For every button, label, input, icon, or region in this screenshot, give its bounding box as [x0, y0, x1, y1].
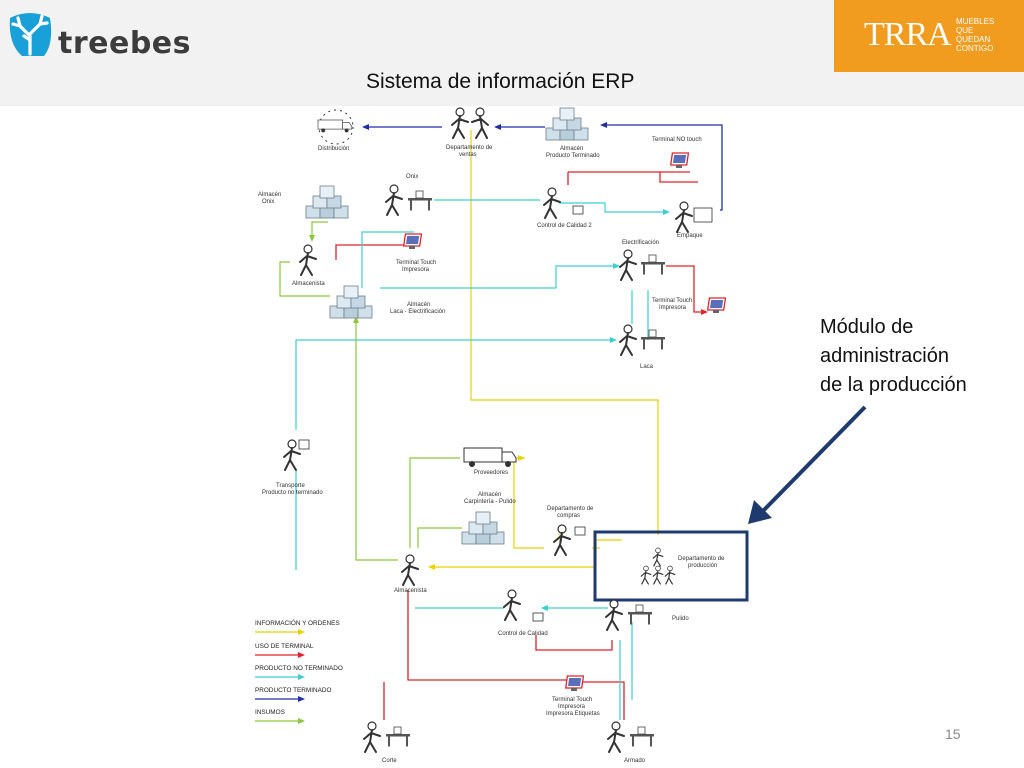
- arrowheads: [309, 122, 708, 611]
- node-label: Laca - Electrificación: [390, 309, 445, 315]
- node-label: Almacenista: [292, 281, 325, 287]
- tagline-line: QUEDAN: [956, 35, 991, 44]
- node-label: Almacén: [560, 146, 583, 152]
- node-label: Onix: [406, 174, 418, 180]
- control-calidad-2-node: Control de Calidad 2: [537, 187, 592, 229]
- production-module-highlight: [593, 530, 749, 602]
- node-label: Impresora: [659, 305, 687, 311]
- trra-logo: TRRA MUEBLES QUE QUEDAN CONTIGO: [834, 0, 1024, 72]
- terminal-touch-1-node: Terminal Touch Impresora: [396, 233, 436, 273]
- tagline-line: MUEBLES: [956, 17, 995, 26]
- node-label: Almacén: [258, 192, 281, 198]
- trra-wordmark: TRRA: [864, 16, 952, 53]
- terminal-no-touch-node: Terminal NO touch: [652, 137, 702, 169]
- almacenista-2-node: Almacenista: [394, 554, 427, 594]
- control-calidad-node: Control de Calidad: [498, 589, 548, 637]
- corte-node: Corte: [363, 721, 411, 764]
- node-label: Almacén: [478, 492, 501, 498]
- legend-navy-flow: [366, 124, 723, 211]
- node-label: Terminal Touch: [552, 697, 592, 703]
- onix-node: Onix: [385, 174, 433, 216]
- node-label: Control de Calidad 2: [537, 223, 592, 229]
- callout-line: de la producción: [820, 374, 967, 396]
- transporte-node: Transporte Producto no terminado: [262, 439, 323, 496]
- armado-node: Armado: [607, 721, 655, 764]
- node-label: Control de Calidad: [498, 631, 548, 637]
- node-label: Departamento de: [678, 556, 725, 562]
- dept-produccion-node: Departamento de producción: [593, 530, 749, 602]
- node-label: Proveedores: [474, 470, 508, 476]
- almacen-pt-node: Almacén Producto Terminado: [545, 107, 600, 159]
- node-label: Corte: [382, 758, 397, 764]
- node-label: Pulido: [672, 616, 689, 622]
- node-label: Empaque: [677, 233, 703, 239]
- trra-tagline: MUEBLES QUE QUEDAN CONTIGO: [956, 17, 994, 53]
- legend: INFORMACIÓN Y ORDENES USO DE TERMINAL PR…: [255, 618, 343, 724]
- almacenista-1-node: Almacenista: [292, 244, 325, 287]
- distribucion-node: Distribución: [317, 109, 354, 152]
- node-label: Terminal Touch: [652, 298, 692, 304]
- laca-node: Laca: [619, 324, 666, 370]
- legend-green-flow: [279, 221, 462, 561]
- node-label: Almacén: [407, 302, 430, 308]
- production-module-callout: Módulo de administración de la producció…: [820, 313, 967, 400]
- slide-title: Sistema de información ERP: [366, 70, 635, 93]
- node-label: Terminal Touch: [396, 260, 436, 266]
- node-label: Impresora: [402, 267, 430, 273]
- legend-label: INFORMACIÓN Y ORDENES: [255, 618, 340, 627]
- proveedores-node: Proveedores: [463, 447, 517, 476]
- dept-ventas-node: Departamento de ventas: [446, 107, 493, 158]
- legend-label: USO DE TERMINAL: [255, 643, 314, 650]
- node-label: producción: [688, 563, 717, 569]
- almacen-carpinteria-node: Almacén Carpintería - Pulido: [461, 492, 516, 545]
- callout-line: administración: [820, 345, 949, 367]
- page-number: 15: [945, 726, 961, 742]
- node-label: Impresora Etiquetas: [546, 711, 600, 717]
- node-label: Laca: [640, 364, 654, 370]
- node-label: Carpintería - Pulido: [464, 499, 516, 505]
- empaque-node: Empaque: [675, 201, 713, 239]
- legend-label: PRODUCTO NO TERMINADO: [255, 665, 343, 672]
- dept-compras-node: Departamento de compras: [547, 506, 594, 556]
- node-label: Producto no terminado: [262, 490, 323, 496]
- callout-arrow: [748, 405, 867, 524]
- tagline-line: QUE: [956, 26, 974, 35]
- node-label: Armado: [624, 758, 646, 764]
- legend-cyan-flow: [295, 199, 668, 720]
- node-label: Onix: [262, 199, 274, 205]
- node-label: Transporte: [276, 483, 305, 489]
- treebes-wordmark: treebes: [58, 26, 192, 61]
- node-label: Departamento de: [446, 145, 493, 151]
- node-label: compras: [557, 513, 580, 519]
- node-label: Electrificación: [622, 240, 659, 246]
- node-label: Producto Terminado: [546, 153, 600, 159]
- node-label: Impresora: [558, 704, 586, 710]
- node-label: Departamento de: [547, 506, 594, 512]
- almacen-onix-node: Almacén Onix: [258, 185, 349, 219]
- almacen-laca-node: Almacén Laca - Electrificación: [329, 285, 445, 319]
- node-label: Almacenista: [394, 588, 427, 594]
- node-label: Terminal NO touch: [652, 137, 702, 143]
- pulido-node: Pulido: [605, 599, 689, 631]
- node-label: ventas: [459, 152, 477, 158]
- terminal-touch-2-node: Terminal Touch Impresora: [652, 297, 727, 314]
- terminal-touch-3-node: Terminal Touch Impresora Impresora Etiqu…: [546, 675, 600, 717]
- electrificacion-node: Electrificación: [619, 240, 666, 281]
- callout-line: Módulo de: [820, 316, 914, 338]
- tagline-line: CONTIGO: [956, 44, 994, 53]
- treebes-logo: treebes: [4, 4, 191, 68]
- node-label: Distribución: [318, 146, 349, 152]
- tree-icon: [9, 13, 52, 56]
- legend-label: PRODUCTO TERMINADO: [255, 687, 331, 694]
- legend-red-flow: [335, 171, 706, 720]
- legend-label: INSUMOS: [255, 709, 285, 716]
